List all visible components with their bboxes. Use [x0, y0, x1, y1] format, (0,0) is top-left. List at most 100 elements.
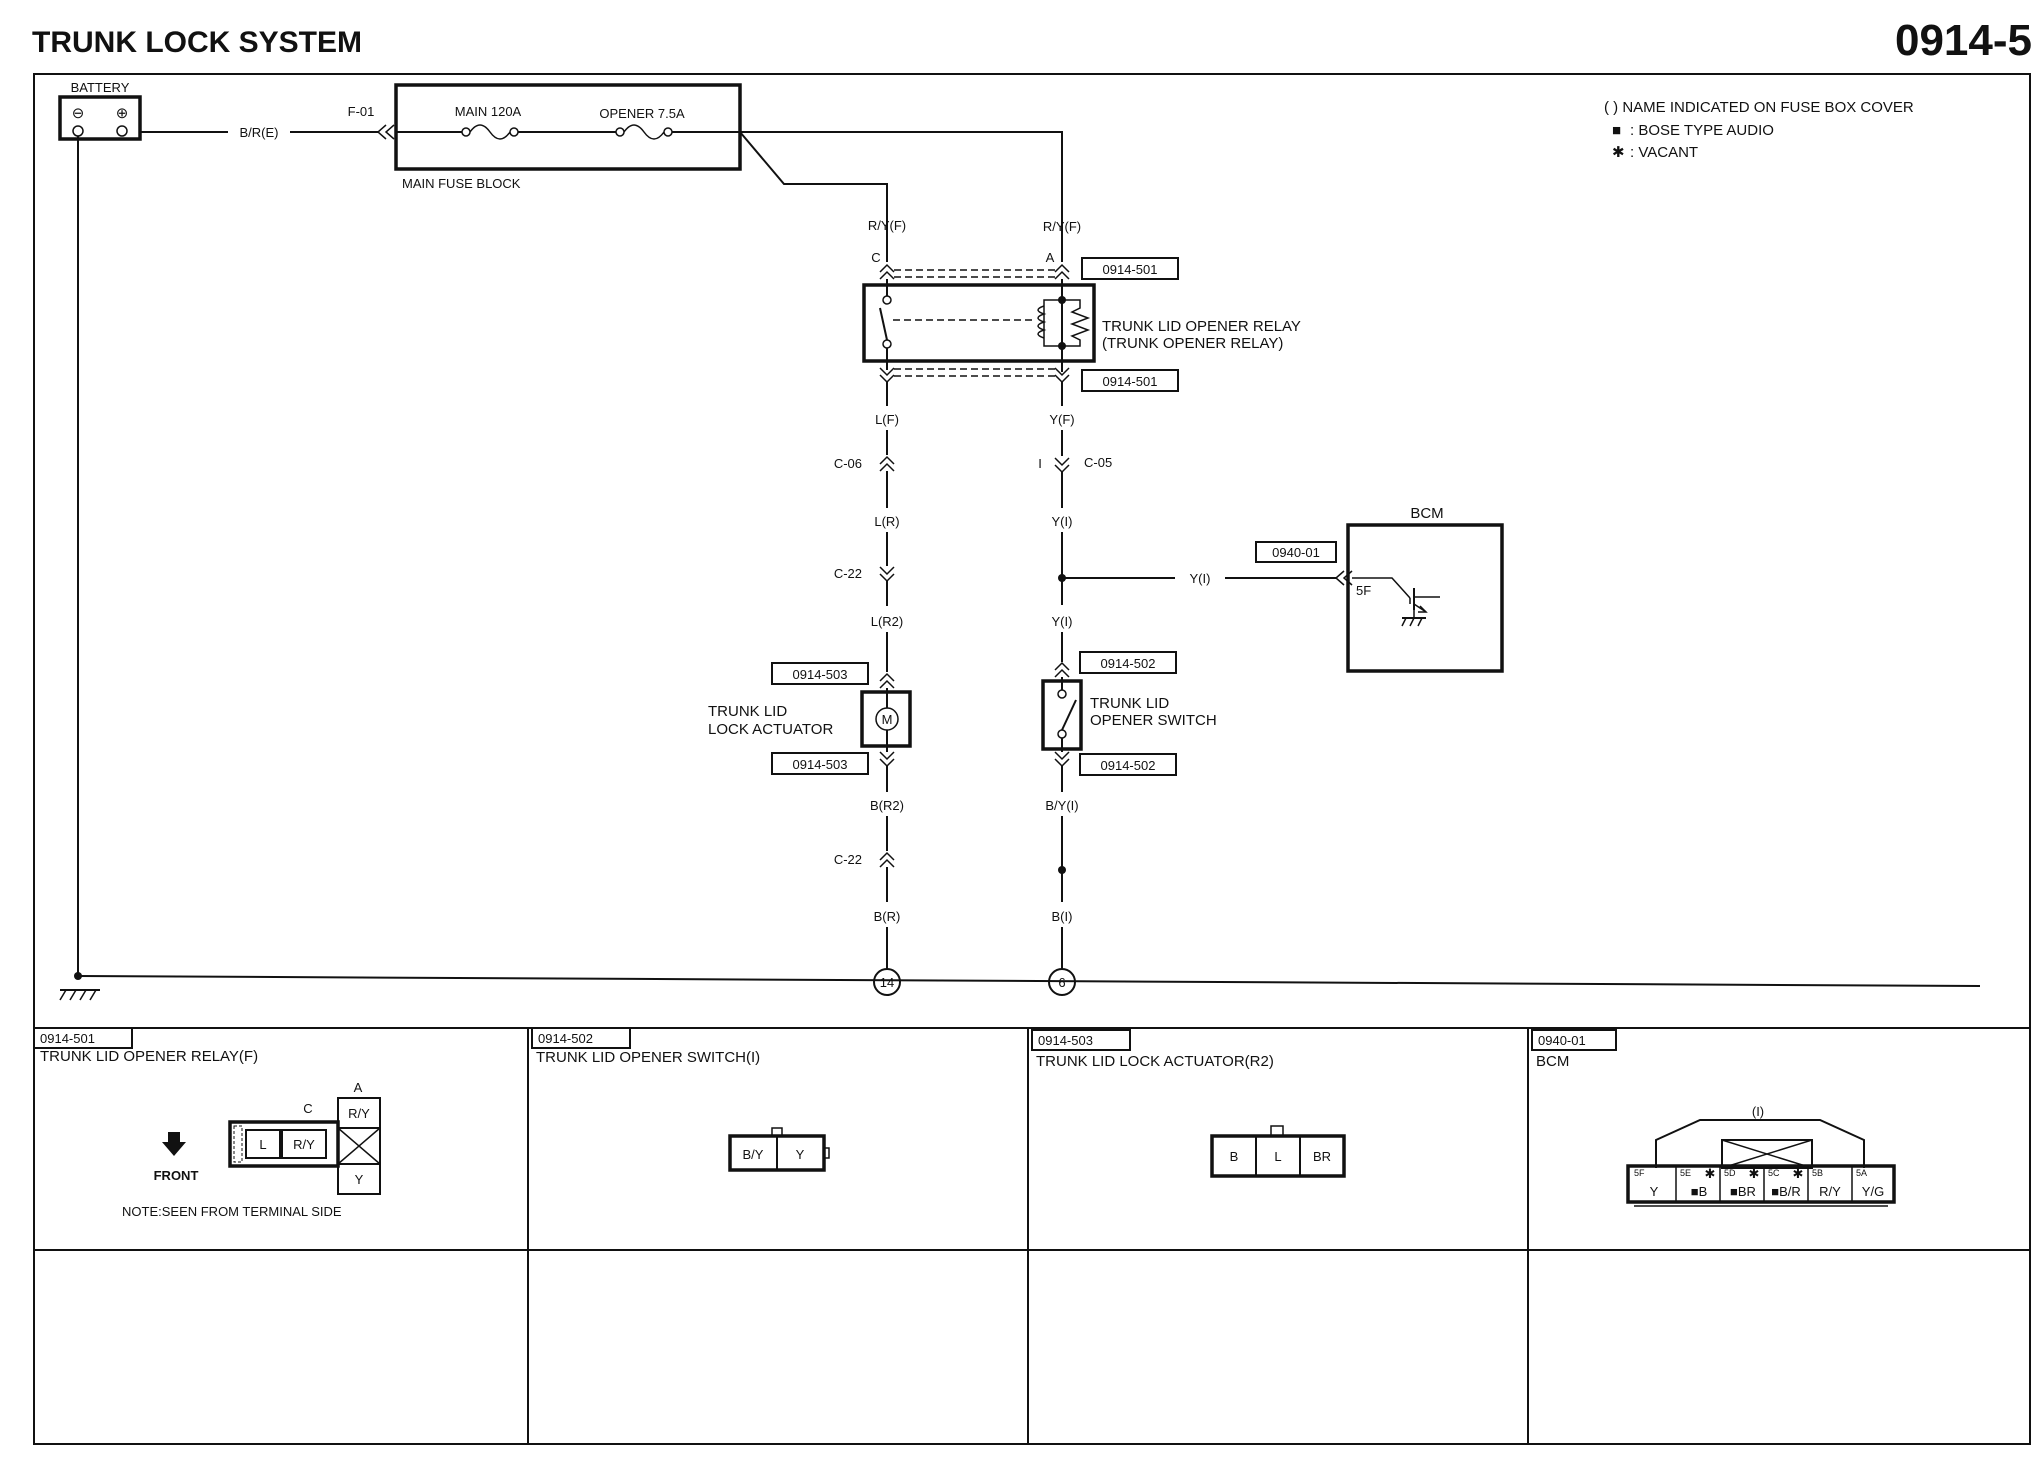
cell-ry: R/Y — [293, 1137, 315, 1152]
actuator-ref-top-box — [771, 662, 869, 685]
bcm-pin-wire: ■BR — [1730, 1184, 1756, 1199]
c06-connector-icon — [879, 455, 895, 472]
page-number: 0914-5 — [1895, 16, 2032, 65]
legend-fuse-cover: ( ) NAME INDICATED ON FUSE BOX COVER — [1604, 99, 1914, 116]
switch-ref-top: 0914-502 — [1101, 656, 1156, 671]
left-wire-4-label: B(R2) — [870, 798, 904, 813]
switch-contact — [1057, 689, 1067, 699]
fuse-block-body — [394, 83, 742, 171]
relay-name: TRUNK LID OPENER RELAY — [1102, 318, 1301, 335]
bcm-pin-wire: ■B/R — [1771, 1184, 1801, 1199]
switch-ref-bottom-box — [1079, 753, 1177, 776]
ground-icon — [59, 989, 100, 1001]
bcm-pin-num: 5B — [1812, 1168, 1823, 1178]
connector-latch-icon — [771, 1127, 783, 1137]
left-wire-5-label: B(R) — [874, 909, 901, 924]
actuator-connector-bottom-icon — [879, 751, 895, 768]
panel-ref-box — [531, 1027, 631, 1049]
left-connector-1-label: C-06 — [834, 456, 862, 471]
relay-switch-arm — [879, 307, 888, 341]
relay-switch-contact — [882, 295, 892, 305]
main-fuse-icon — [469, 124, 511, 140]
right-branch: Y(F) I C-05 Y(I) Y(I) B/Y(I) B(I) 6 — [1038, 382, 1112, 996]
legend-vacant-mark: ✱ — [1612, 144, 1625, 161]
fuse-block-connector: F-01 — [348, 104, 375, 119]
connector-panel-0914-502: 0914-502 TRUNK LID OPENER SWITCH(I) B/Y … — [531, 1027, 830, 1172]
relay-connector-c-icon — [879, 263, 895, 280]
switch-name-line1: TRUNK LID — [1090, 695, 1169, 712]
relay-ref-top-box — [1081, 257, 1179, 280]
connector-key-icon — [823, 1147, 830, 1159]
right-wire-4-label: B/Y(I) — [1045, 798, 1078, 813]
relay-cell — [245, 1129, 281, 1159]
wire-label-bg — [228, 124, 290, 140]
pin-a-label: A — [354, 1080, 363, 1095]
motor-symbol: M — [882, 712, 893, 727]
panel-title: BCM — [1536, 1053, 1569, 1070]
battery: BATTERY ⊖ ⊕ — [58, 80, 142, 141]
bcm-pin-num: 5C — [1768, 1168, 1780, 1178]
main-fuse-terminal — [509, 127, 519, 137]
diagram-frame — [33, 73, 2031, 1445]
opener-fuse-label: OPENER 7.5A — [599, 106, 685, 121]
right-wire-2-label: Y(I) — [1052, 514, 1073, 529]
actuator-ref-top: 0914-503 — [793, 667, 848, 682]
fuse-block-name: MAIN FUSE BLOCK — [402, 176, 521, 191]
bcm-pin-vacant: ✱ — [1705, 1166, 1716, 1181]
panel-note: NOTE:SEEN FROM TERMINAL SIDE — [122, 1204, 342, 1219]
opener-fuse-terminal — [615, 127, 625, 137]
switch-connector-bottom-icon — [1054, 751, 1070, 768]
panel-ref-box — [1531, 1029, 1617, 1051]
feed-wire-right — [740, 131, 1063, 262]
panel-ref: 0914-501 — [40, 1031, 95, 1046]
actuator-cell-1: B — [1230, 1149, 1239, 1164]
opener-fuse-terminal — [663, 127, 673, 137]
bcm-pin-wire: Y — [1650, 1184, 1659, 1199]
relay-cell — [281, 1129, 327, 1159]
front-label: FRONT — [154, 1168, 199, 1183]
bcm-pin-vacant: ✱ — [1793, 1166, 1804, 1181]
relay-cell — [337, 1163, 381, 1195]
switch-name-line2: OPENER SWITCH — [1090, 712, 1217, 729]
battery-terminal-positive — [116, 125, 128, 137]
panel-ref: 0940-01 — [1538, 1033, 1586, 1048]
switch-arm — [1061, 699, 1077, 731]
bcm-pin-num: 5D — [1724, 1168, 1736, 1178]
cell-l: L — [259, 1137, 266, 1152]
right-wire-1-label: Y(F) — [1049, 412, 1074, 427]
connector-panel-0914-501: 0914-501 TRUNK LID OPENER RELAY(F) A C R… — [33, 1027, 381, 1219]
left-wire-1-label: L(F) — [875, 412, 899, 427]
panel-ref: 0914-503 — [1038, 1033, 1093, 1048]
feed-wire-left — [739, 131, 888, 262]
right-connector-1-label: C-05 — [1084, 455, 1112, 470]
relay-ref-top: 0914-501 — [1103, 262, 1158, 277]
trunk-lid-opener-relay — [862, 279, 1096, 372]
legend-bose-mark: ■ — [1612, 122, 1621, 139]
bcm-connector-top-label: (I) — [1752, 1104, 1764, 1119]
legend: ( ) NAME INDICATED ON FUSE BOX COVER ■ :… — [1604, 99, 1914, 161]
legend-vacant: : VACANT — [1630, 144, 1698, 161]
ground-bus — [77, 975, 1981, 987]
relay-body — [862, 283, 1096, 363]
bcm-pin: 5F — [1356, 583, 1371, 598]
battery-body — [58, 95, 142, 141]
ground-splice-junction — [1058, 866, 1066, 874]
battery-negative-icon: ⊖ — [72, 105, 85, 122]
fuse-block-connector-icon — [376, 124, 395, 140]
vacant-cross — [1721, 1139, 1813, 1169]
bcm-pin-num: 5F — [1634, 1168, 1645, 1178]
relay-ref-bottom-box — [1081, 369, 1179, 392]
front-arrow-icon — [162, 1132, 186, 1156]
relay-coil-icon — [1037, 305, 1047, 339]
left-branch: L(F) C-06 L(R) C-22 L(R2) M B(R2) C-22 B… — [834, 382, 912, 996]
main-fuse-block: MAIN 120A OPENER 7.5A MAIN FUSE BLOCK — [394, 83, 742, 191]
panel-ref: 0914-502 — [538, 1031, 593, 1046]
switch-cell-1: B/Y — [743, 1147, 764, 1162]
connector-panel-0914-503: 0914-503 TRUNK LID LOCK ACTUATOR(R2) B L… — [1031, 1029, 1346, 1178]
bcm-connector-lock — [1721, 1139, 1813, 1169]
pin-c-label: C — [303, 1101, 312, 1116]
switch-connector-top-icon — [1054, 661, 1070, 678]
panel-title: TRUNK LID OPENER RELAY(F) — [40, 1048, 258, 1065]
switch-contact — [1057, 729, 1067, 739]
relay-pin-a: A — [1046, 250, 1055, 265]
